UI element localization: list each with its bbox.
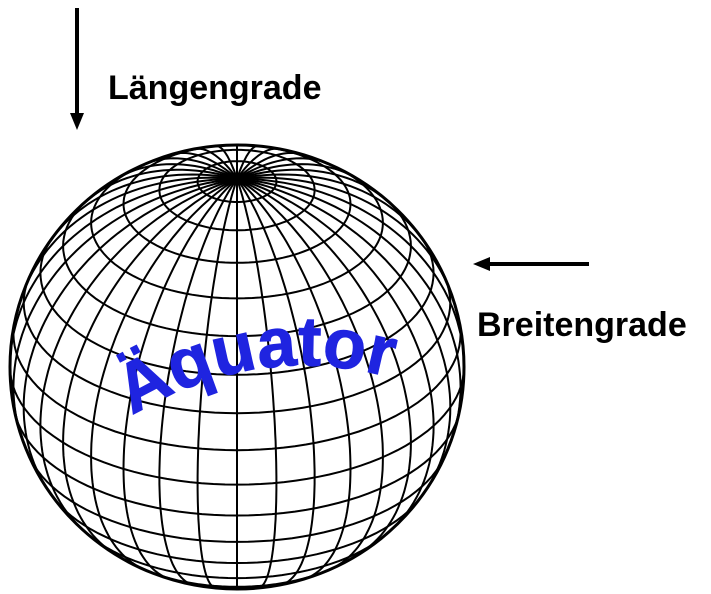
parallel-line	[158, 148, 316, 232]
parallel-line	[30, 459, 444, 543]
parallel-line	[39, 235, 435, 376]
equator-label: Äquator	[103, 302, 404, 428]
meridian-line	[236, 177, 462, 433]
meridian-line	[85, 168, 238, 202]
meridian-line	[236, 168, 389, 202]
parallel-line	[12, 322, 462, 452]
parallel-line	[52, 496, 422, 565]
parallel-line	[10, 366, 464, 486]
meridian-line	[12, 177, 238, 433]
meridian-line	[196, 178, 238, 589]
meridian-line	[21, 176, 238, 296]
parallel-line	[90, 536, 384, 580]
longitude-arrow	[70, 8, 84, 130]
meridian-line	[10, 177, 238, 368]
parallel-line	[15, 417, 459, 517]
parallel-line	[196, 160, 278, 203]
globe-outline	[8, 143, 466, 591]
meridian-line	[236, 178, 278, 589]
meridian-line	[39, 177, 238, 531]
meridian-line	[236, 177, 412, 554]
longitude-label: Längengrade	[108, 69, 321, 107]
parallel-line	[62, 200, 412, 338]
latitude-arrow	[473, 257, 589, 271]
meridian-line	[158, 178, 238, 586]
meridian-line	[236, 147, 279, 180]
meridian-line	[236, 178, 316, 586]
latitude-arrow-head	[473, 257, 490, 271]
parallel-line	[122, 145, 352, 264]
meridian-line	[236, 177, 435, 531]
meridian-line	[236, 177, 452, 492]
longitude-arrow-head	[70, 113, 84, 130]
meridian-line	[195, 147, 238, 180]
meridian-line	[22, 177, 238, 492]
parallel-line	[22, 279, 452, 415]
meridian-line	[62, 177, 238, 554]
equator-label-path: Äquator	[102, 302, 404, 429]
meridian-line	[236, 176, 453, 296]
parallel-line	[90, 165, 384, 300]
latitude-label: Breitengrade	[477, 306, 687, 344]
meridian-line	[236, 177, 464, 368]
